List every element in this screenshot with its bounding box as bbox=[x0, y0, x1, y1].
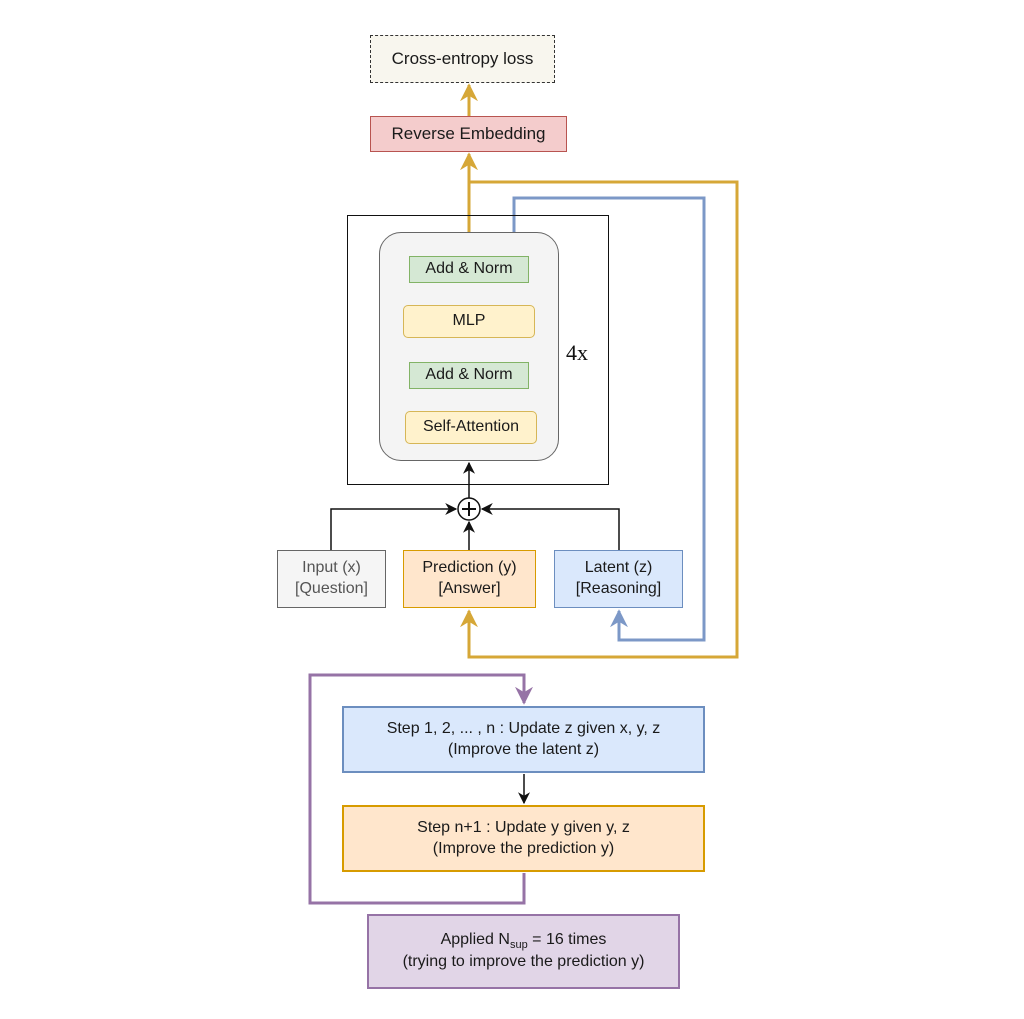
add-norm-bottom-node: Add & Norm bbox=[409, 362, 529, 389]
reverse-embedding-node: Reverse Embedding bbox=[370, 116, 567, 152]
repeat-count-label: 4x bbox=[566, 340, 588, 365]
transformer-block-frame bbox=[347, 215, 609, 485]
prediction-y-title: Prediction (y) bbox=[422, 559, 517, 577]
step-latent-line2: (Improve the latent z) bbox=[447, 740, 600, 758]
step-update-prediction-node: Step n+1 : Update y given y, z (Improve … bbox=[342, 805, 705, 872]
reverse-embedding-label: Reverse Embedding bbox=[391, 123, 546, 143]
mlp-label: MLP bbox=[452, 312, 486, 330]
cross-entropy-loss-node: Cross-entropy loss bbox=[370, 35, 555, 83]
latent-z-title: Latent (z) bbox=[584, 559, 653, 577]
arrow-input-to-sum bbox=[330, 503, 458, 550]
latent-z-node: Latent (z) [Reasoning] bbox=[554, 550, 683, 608]
mlp-node: MLP bbox=[403, 305, 535, 338]
recursion-loop-path bbox=[308, 673, 533, 905]
supervision-count-node: Applied Nsup = 16 times (trying to impro… bbox=[367, 914, 680, 989]
prediction-y-subtitle: [Answer] bbox=[438, 580, 501, 597]
sum-node bbox=[457, 497, 481, 521]
step-prediction-line1: Step n+1 : Update y given y, z bbox=[417, 818, 630, 836]
applied-line1: Applied Nsup = 16 times bbox=[441, 930, 607, 952]
add-norm-top-node: Add & Norm bbox=[409, 256, 529, 283]
feedback-path-prediction bbox=[460, 180, 739, 659]
step-latent-line1: Step 1, 2, ... , n : Update z given x, y… bbox=[386, 719, 661, 737]
applied-suffix: = 16 times bbox=[527, 930, 607, 948]
step-update-latent-node: Step 1, 2, ... , n : Update z given x, y… bbox=[342, 706, 705, 773]
input-x-node: Input (x) [Question] bbox=[277, 550, 386, 608]
self-attention-node: Self-Attention bbox=[405, 411, 537, 444]
prediction-y-node: Prediction (y) [Answer] bbox=[403, 550, 536, 608]
step-prediction-line2: (Improve the prediction y) bbox=[432, 839, 615, 857]
arrow-latent-to-sum bbox=[480, 503, 620, 550]
add-norm-bottom-label: Add & Norm bbox=[425, 366, 513, 384]
latent-z-subtitle: [Reasoning] bbox=[575, 580, 662, 597]
feedback-path-latent bbox=[512, 196, 706, 642]
self-attention-label: Self-Attention bbox=[422, 418, 520, 436]
applied-subscript: sup bbox=[509, 938, 528, 951]
input-x-title: Input (x) bbox=[302, 559, 361, 577]
applied-line2: (trying to improve the prediction y) bbox=[402, 953, 645, 971]
loss-label: Cross-entropy loss bbox=[391, 48, 534, 68]
input-x-subtitle: [Question] bbox=[295, 580, 368, 597]
add-norm-top-label: Add & Norm bbox=[425, 260, 513, 278]
applied-prefix: Applied N bbox=[440, 930, 510, 948]
